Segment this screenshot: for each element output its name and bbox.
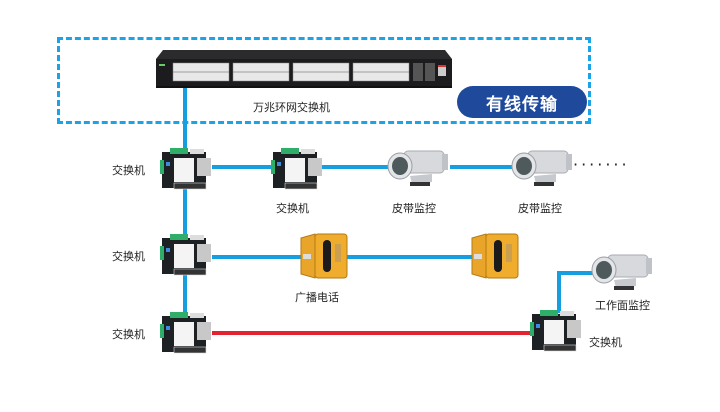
- broadcast-phone-2: [470, 232, 520, 286]
- switch-row1-left: [160, 148, 212, 194]
- core-switch-label: 万兆环网交换机: [253, 101, 330, 114]
- switch-row3-right-label: 交换机: [589, 336, 622, 349]
- core-switch-icon: [156, 50, 452, 88]
- switch-row3-right: [530, 310, 582, 356]
- workface-camera: [590, 250, 656, 296]
- switch-row1-left-label: 交换机: [112, 164, 145, 177]
- belt-camera-2-label: 皮带监控: [518, 202, 562, 215]
- core-ring-switch: [155, 44, 453, 89]
- switch-row2-left-label: 交换机: [112, 250, 145, 263]
- switch-board-icon: [271, 148, 322, 190]
- switch-row1-mid-label: 交换机: [276, 202, 309, 215]
- switch-board-icon: [160, 234, 211, 276]
- wired-transmission-badge: 有线传输: [457, 86, 587, 118]
- backbone-link: [183, 88, 187, 328]
- switch-row3-left-label: 交换机: [112, 328, 145, 341]
- switch-board-icon: [160, 148, 211, 190]
- continuation-dots: ·······: [573, 155, 630, 174]
- workface-link-horizontal: [557, 271, 593, 275]
- broadcast-phone-1: [299, 232, 349, 286]
- camera-icon: [591, 254, 652, 290]
- belt-camera-1-label: 皮带监控: [392, 202, 436, 215]
- belt-camera-1: [386, 146, 452, 192]
- belt-camera-2: [510, 146, 576, 192]
- camera-icon: [511, 150, 572, 186]
- row3-red-link: [212, 331, 532, 335]
- wired-transmission-frame: [57, 37, 591, 124]
- switch-row1-mid: [271, 148, 323, 194]
- workface-link-vertical: [557, 271, 561, 313]
- row1-link-1: [212, 165, 274, 169]
- row2-link-2: [345, 255, 473, 259]
- switch-board-icon: [530, 310, 581, 352]
- row1-link-3: [450, 165, 518, 169]
- phone-icon: [471, 233, 519, 279]
- phone-icon: [300, 233, 348, 279]
- switch-row3-left: [160, 312, 212, 358]
- workface-camera-label: 工作面监控: [595, 299, 650, 312]
- row1-link-2: [322, 165, 388, 169]
- camera-icon: [387, 150, 448, 186]
- broadcast-phone-label: 广播电话: [295, 291, 339, 304]
- switch-board-icon: [160, 312, 211, 354]
- switch-row2-left: [160, 234, 212, 280]
- row2-link-1: [212, 255, 304, 259]
